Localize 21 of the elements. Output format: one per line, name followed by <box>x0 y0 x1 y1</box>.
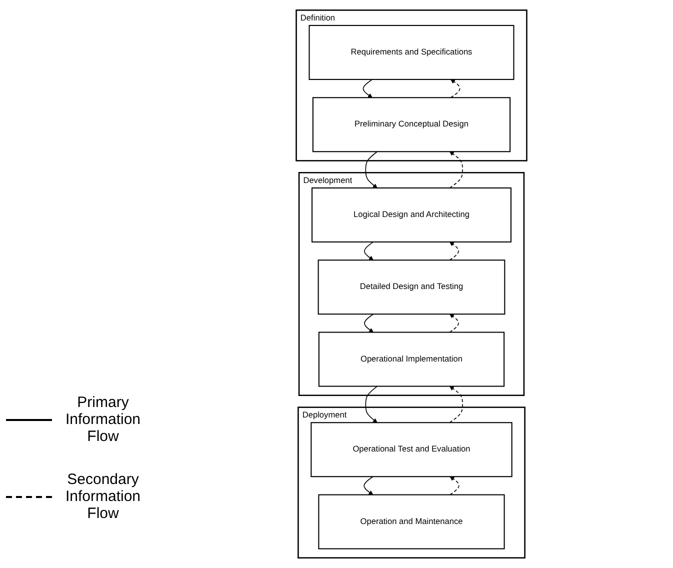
arrow <box>449 386 463 424</box>
arrow <box>365 151 378 188</box>
arrow <box>364 242 374 260</box>
arrow <box>449 242 459 261</box>
node-box: Preliminary Conceptual Design <box>312 97 511 152</box>
node-box: Operation and Maintenance <box>318 494 505 550</box>
arrow <box>364 476 374 495</box>
node-box: Detailed Design and Testing <box>318 260 506 315</box>
arrow <box>450 476 460 496</box>
legend-text: Secondary Information Flow <box>64 471 142 522</box>
node-box: Requirements and Specifications <box>308 24 514 80</box>
arrow <box>449 151 463 188</box>
arrow <box>449 314 459 333</box>
legend-text: Primary Information Flow <box>64 394 142 445</box>
node-box: Operational Test and Evaluation <box>310 422 512 478</box>
node-box: Operational Implementation <box>318 332 505 387</box>
arrow <box>450 79 460 98</box>
arrow <box>365 386 378 423</box>
arrow <box>362 79 373 98</box>
arrow <box>364 314 374 332</box>
node-box: Logical Design and Architecting <box>312 187 512 242</box>
